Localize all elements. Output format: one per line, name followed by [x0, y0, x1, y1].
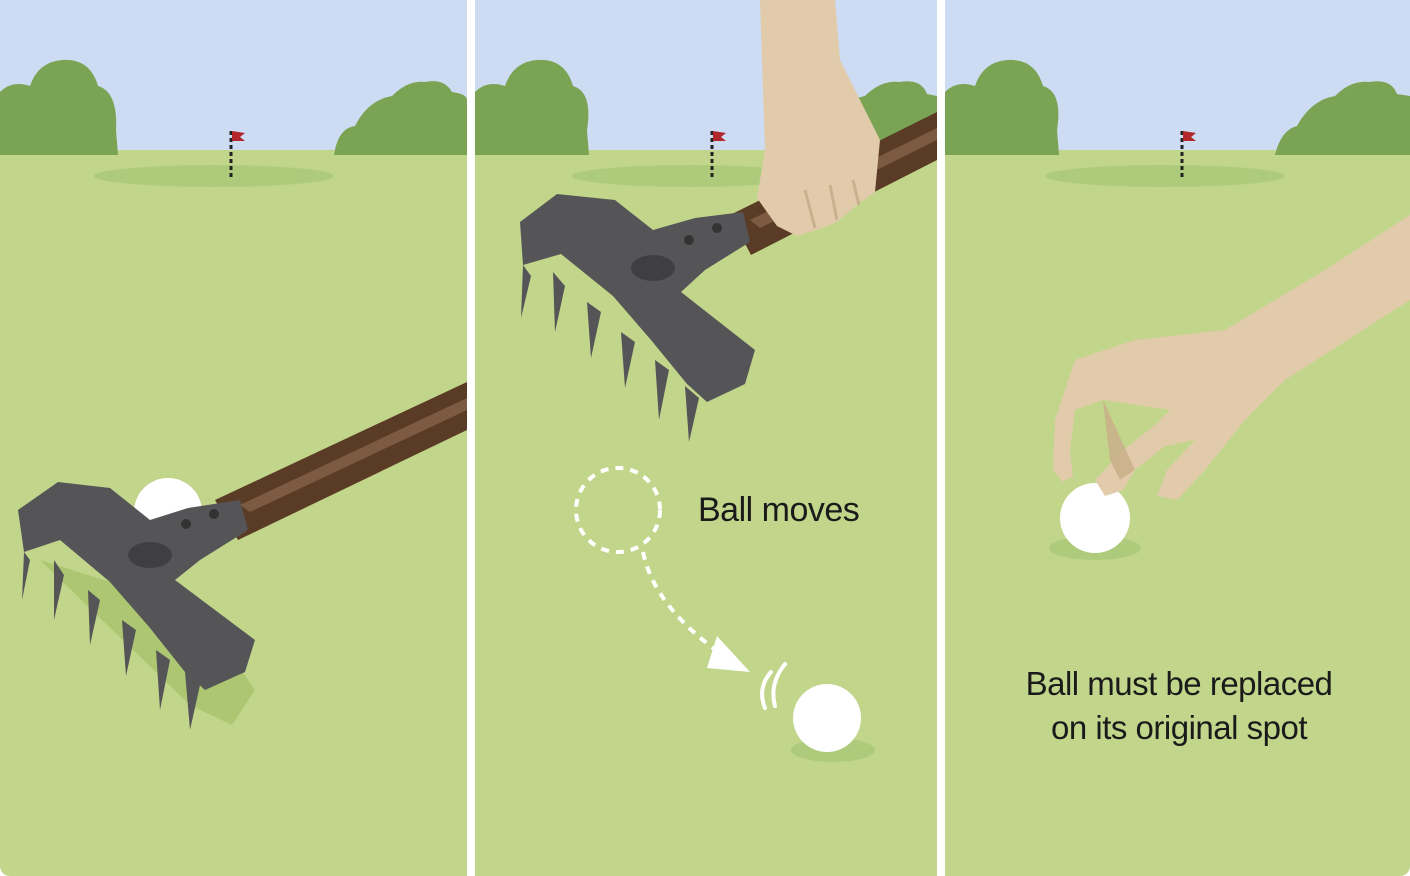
- original-spot-outline: [574, 466, 662, 554]
- trees-left: [945, 59, 1059, 155]
- rake-bolt: [712, 223, 722, 233]
- rake-head: [18, 482, 255, 690]
- golf-ball: [1060, 483, 1130, 553]
- trees-left: [475, 59, 589, 155]
- flag-icon: [1183, 131, 1196, 141]
- hand-holding-rake: [757, 0, 880, 236]
- motion-lines: [760, 662, 787, 710]
- caption-line-1: Ball must be replaced: [1025, 665, 1333, 702]
- handle-highlight: [240, 398, 467, 512]
- caption-line-2: on its original spot: [1051, 709, 1307, 746]
- golf-ball: [793, 684, 861, 752]
- caption-ball-replaced: Ball must be replaced on its original sp…: [1025, 662, 1333, 750]
- panel-ball-moves: Ball moves: [475, 0, 937, 876]
- scene-3: [945, 0, 1410, 876]
- rake-bolt: [209, 509, 219, 519]
- rake-head: [520, 194, 755, 402]
- trees-right: [334, 81, 467, 155]
- caption-ball-moves: Ball moves: [698, 491, 860, 529]
- hand-shading: [1103, 400, 1135, 480]
- panel-rake-touches-ball: [0, 0, 467, 876]
- arrow-head-icon: [707, 636, 750, 672]
- scene-1: [0, 0, 467, 876]
- hand-placing-ball: [1053, 215, 1410, 500]
- panel-ball-replaced: Ball must be replaced on its original sp…: [945, 0, 1410, 876]
- fairway: [945, 150, 1410, 876]
- rake-bolt: [684, 235, 694, 245]
- scene-2: [475, 0, 937, 876]
- flag-icon: [713, 131, 726, 141]
- putting-green: [572, 165, 808, 187]
- rake-socket: [128, 542, 172, 568]
- putting-green: [94, 165, 334, 187]
- rake-bolt: [181, 519, 191, 529]
- putting-green: [1045, 165, 1285, 187]
- finger-lines: [803, 179, 861, 229]
- rake-socket: [631, 255, 675, 281]
- flag-icon: [232, 131, 245, 141]
- trees-left: [0, 59, 118, 155]
- trees-right: [1275, 81, 1410, 155]
